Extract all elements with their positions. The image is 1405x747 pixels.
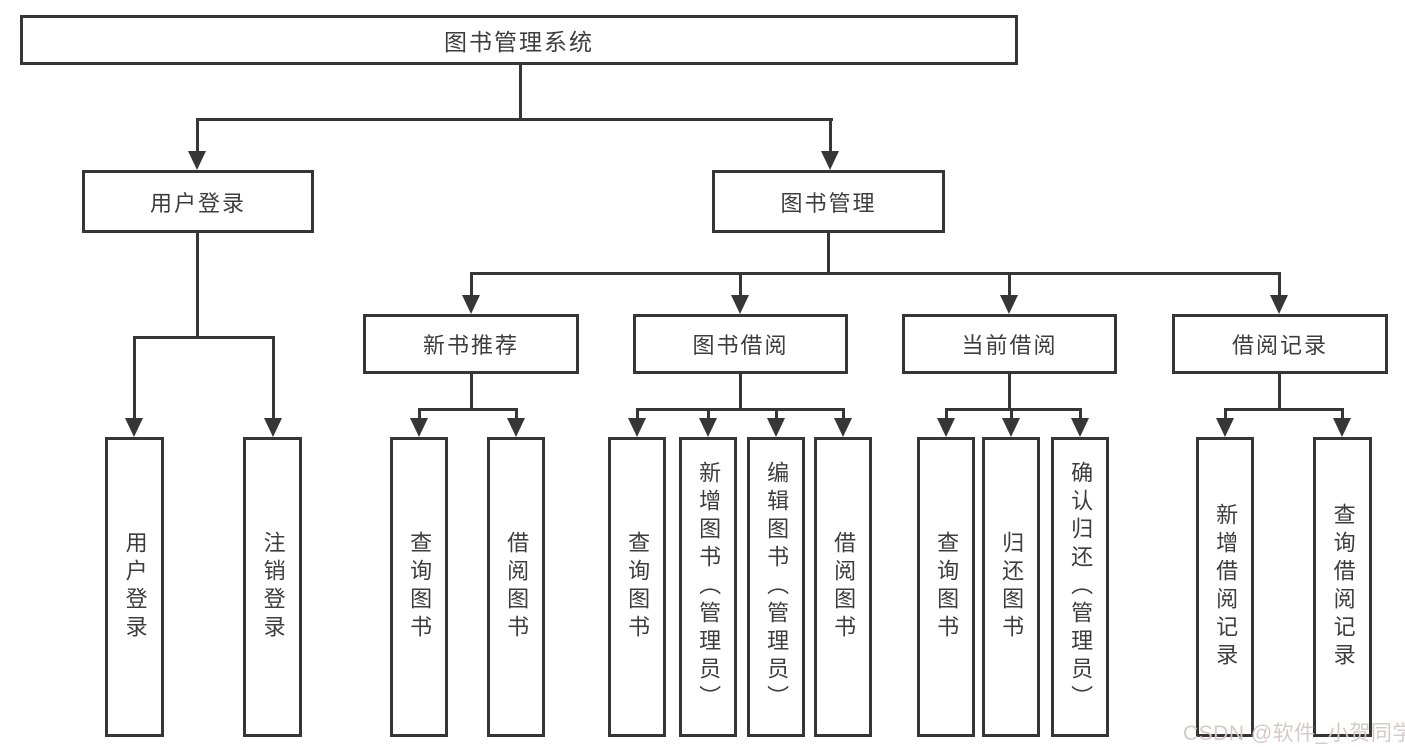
- connector-leaf-stem: [1010, 408, 1013, 420]
- leaf-logout: 注销登录: [243, 437, 302, 737]
- connector-user-login-stem: [196, 118, 199, 154]
- arrow-down-icon: [821, 151, 839, 170]
- leaf-current-confirm-return-admin: 确认归还（管理员）: [1051, 437, 1109, 737]
- leaf-new-books-borrow: 借阅图书: [487, 437, 545, 737]
- node-borrow-records: 借阅记录: [1172, 314, 1388, 374]
- node-label: 图书管理系统: [444, 29, 594, 55]
- arrow-down-icon: [1333, 418, 1351, 437]
- node-book-management: 图书管理: [712, 170, 945, 233]
- node-label: 当前借阅: [961, 333, 1058, 358]
- leaf-borrow-query: 查询图书: [608, 437, 666, 737]
- node-label: 图书借阅: [692, 333, 789, 358]
- connector-group-stub: [1278, 374, 1281, 408]
- leaf-borrow-book: 借阅图书: [814, 437, 872, 737]
- connector-leaf-stem: [1224, 408, 1227, 420]
- connector-leaf-stem: [707, 408, 710, 420]
- leaf-label: 编辑图书（管理员）: [764, 461, 790, 713]
- connector-group-stub: [1008, 374, 1011, 408]
- connector-group-rail: [945, 408, 1082, 411]
- connector-group-stub: [470, 374, 473, 408]
- connector-leaf-stem: [272, 336, 275, 420]
- node-user-login: 用户登录: [82, 170, 314, 233]
- arrow-down-icon: [1000, 295, 1018, 314]
- leaf-user-login: 用户登录: [105, 437, 164, 737]
- arrow-down-icon: [628, 418, 646, 437]
- arrow-down-icon: [462, 295, 480, 314]
- node-label: 借阅记录: [1231, 333, 1328, 358]
- connector-leaf-stem: [945, 408, 948, 420]
- connector-group-stub: [739, 374, 742, 408]
- connector-user-login-rail: [133, 336, 275, 339]
- node-label: 新书推荐: [422, 333, 519, 358]
- leaf-label: 查询图书: [934, 531, 960, 643]
- connector-user-login-down: [196, 233, 199, 336]
- arrow-down-icon: [1071, 418, 1089, 437]
- connector-leaf-stem: [842, 408, 845, 420]
- leaf-borrow-edit-admin: 编辑图书（管理员）: [747, 437, 805, 737]
- leaf-label: 新增借阅记录: [1213, 503, 1239, 671]
- leaf-label: 借阅图书: [831, 531, 857, 643]
- arrow-down-icon: [1002, 418, 1020, 437]
- connector-book-mgmt-down: [827, 233, 830, 272]
- connector-level3-rail: [470, 272, 1281, 275]
- arrow-down-icon: [1216, 418, 1234, 437]
- connector-leaf-stem: [1079, 408, 1082, 420]
- node-new-book-recommend: 新书推荐: [363, 314, 579, 374]
- leaf-label: 注销登录: [260, 531, 286, 643]
- node-label: 用户登录: [149, 190, 246, 216]
- node-current-borrow: 当前借阅: [902, 314, 1117, 374]
- connector-level3-stem: [739, 272, 742, 297]
- leaf-label: 用户登录: [122, 531, 148, 643]
- arrow-down-icon: [410, 418, 428, 437]
- leaf-label: 查询借阅记录: [1330, 503, 1356, 671]
- leaf-borrow-add-admin: 新增图书（管理员）: [679, 437, 737, 737]
- leaf-label: 查询图书: [407, 531, 433, 643]
- connector-leaf-stem: [515, 408, 518, 420]
- connector-leaf-stem: [418, 408, 421, 420]
- connector-leaf-stem: [1341, 408, 1344, 420]
- node-library-management-system: 图书管理系统: [20, 15, 1018, 65]
- leaf-label: 新增图书（管理员）: [696, 461, 722, 713]
- connector-leaf-stem: [775, 408, 778, 420]
- connector-level3-stem: [470, 272, 473, 297]
- leaf-label: 借阅图书: [504, 531, 530, 643]
- connector-group-rail: [636, 408, 845, 411]
- leaf-label: 查询图书: [625, 531, 651, 643]
- leaf-label: 归还图书: [999, 531, 1025, 643]
- leaf-new-books-query: 查询图书: [390, 437, 448, 737]
- connector-level2-rail: [196, 118, 833, 121]
- connector-level3-stem: [1008, 272, 1011, 297]
- arrow-down-icon: [834, 418, 852, 437]
- leaf-label: 确认归还（管理员）: [1068, 461, 1094, 713]
- connector-leaf-stem: [133, 336, 136, 420]
- leaf-current-return: 归还图书: [982, 437, 1040, 737]
- connector-root-stem: [519, 65, 522, 118]
- arrow-down-icon: [937, 418, 955, 437]
- connector-group-rail: [1224, 408, 1344, 411]
- connector-leaf-stem: [636, 408, 639, 420]
- leaf-records-query: 查询借阅记录: [1313, 437, 1372, 737]
- arrow-down-icon: [125, 418, 143, 437]
- arrow-down-icon: [767, 418, 785, 437]
- arrow-down-icon: [731, 295, 749, 314]
- arrow-down-icon: [264, 418, 282, 437]
- arrow-down-icon: [507, 418, 525, 437]
- node-book-borrow: 图书借阅: [633, 314, 848, 374]
- connector-book-mgmt-stem: [829, 118, 832, 154]
- arrow-down-icon: [699, 418, 717, 437]
- leaf-current-query: 查询图书: [917, 437, 975, 737]
- csdn-watermark: CSDN @软件_小贺同学: [1183, 722, 1405, 745]
- connector-group-rail: [418, 408, 518, 411]
- leaf-records-add: 新增借阅记录: [1196, 437, 1254, 737]
- arrow-down-icon: [188, 151, 206, 170]
- arrow-down-icon: [1270, 295, 1288, 314]
- node-label: 图书管理: [780, 190, 877, 216]
- connector-level3-stem: [1278, 272, 1281, 297]
